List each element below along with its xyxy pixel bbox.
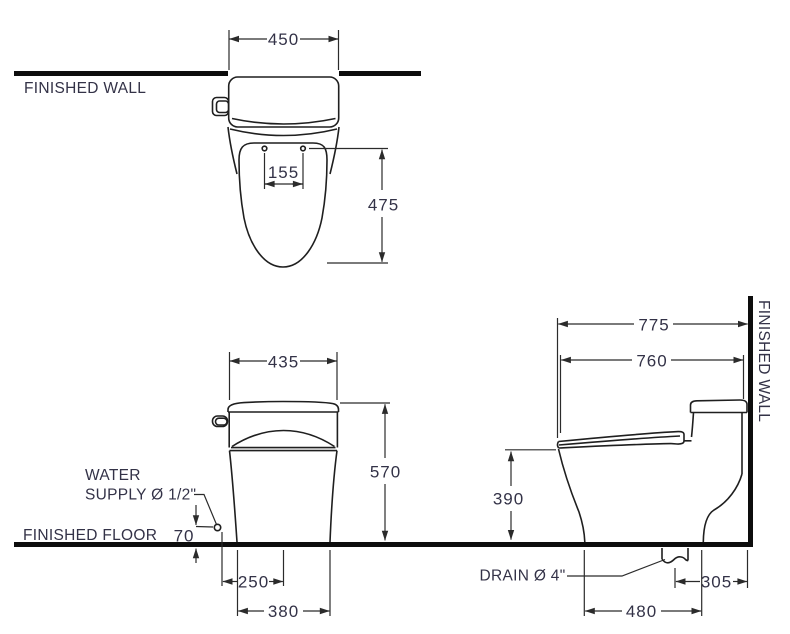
drain-leader: [567, 558, 666, 577]
body-rear-curve: [702, 473, 743, 543]
tank-lid-front: [227, 400, 340, 413]
seat-bottom-side: [558, 442, 672, 449]
body-side-right: [329, 450, 338, 543]
body-side-left: [228, 450, 238, 543]
body-front-curve: [557, 448, 586, 543]
dim-155-value: 155: [268, 163, 299, 182]
water-supply-label-line1: WATER: [85, 467, 141, 484]
tank-lid-seam-plan: [231, 117, 336, 125]
dim-570: 570: [340, 402, 401, 541]
hinge-hole-left: [261, 145, 268, 152]
dim-480-value: 480: [626, 602, 657, 621]
seat-top-side: [558, 430, 685, 443]
seat-lid-dome: [231, 429, 335, 448]
dim-250: 250: [221, 532, 285, 592]
dim-390-value: 390: [493, 490, 524, 509]
dim-305: 305: [674, 550, 749, 592]
drain-label: DRAIN Ø 4": [480, 568, 566, 585]
water-supply-leader: [194, 493, 218, 525]
seat-lid-outline-plan: [238, 142, 328, 268]
body-shoulder-right: [329, 126, 340, 175]
seat-mid-side: [558, 435, 681, 446]
dim-70: 70: [174, 505, 214, 563]
finished-wall-label-side: FINISHED WALL: [755, 300, 772, 422]
seat-back-step: [670, 434, 692, 445]
hinge-hole-right: [299, 145, 307, 152]
finished-floor-label: FINISHED FLOOR: [23, 527, 157, 544]
dim-450: 450: [228, 30, 340, 70]
dim-570-value: 570: [370, 463, 401, 482]
dim-475: 475: [309, 147, 399, 264]
tank-outline-plan: [227, 76, 340, 128]
tank-sides-front: [228, 412, 339, 448]
dim-380: 380: [236, 550, 331, 621]
drain-stub: [661, 548, 689, 564]
top-view: FINISHED WALL 450 155: [14, 30, 421, 268]
dim-380-value: 380: [268, 602, 299, 621]
flush-button-front-inner: [214, 417, 228, 426]
dim-760-value: 760: [636, 352, 667, 371]
dim-475-value: 475: [368, 196, 399, 215]
dim-70-value: 70: [174, 527, 195, 546]
dim-435: 435: [228, 352, 338, 400]
seat-back-arc: [229, 128, 338, 137]
tank-lid-side: [689, 399, 748, 414]
dim-435-value: 435: [268, 353, 299, 372]
front-view: 435 570 WATER SUPPLY Ø 1/2" FINISHED FLO…: [14, 352, 753, 621]
dim-155: 155: [263, 153, 304, 189]
dim-250-value: 250: [238, 573, 269, 592]
side-view: FINISHED WALL 775 760: [480, 296, 772, 621]
dim-760: 760: [559, 352, 745, 433]
dim-775-value: 775: [638, 316, 669, 335]
body-shoulder-left: [227, 126, 238, 175]
flush-button-inner: [215, 100, 230, 114]
dim-775: 775: [556, 316, 748, 438]
finished-wall-label: FINISHED WALL: [24, 80, 146, 97]
water-supply-point: [213, 523, 222, 532]
seat-front-tip: [556, 441, 560, 449]
tank-front-side: [690, 412, 695, 438]
dim-305-value: 305: [701, 573, 732, 592]
dim-390: 390: [493, 449, 556, 540]
water-supply-label-line2: SUPPLY Ø 1/2": [85, 487, 196, 504]
dim-480: 480: [583, 550, 703, 621]
dim-450-value: 450: [268, 30, 299, 49]
